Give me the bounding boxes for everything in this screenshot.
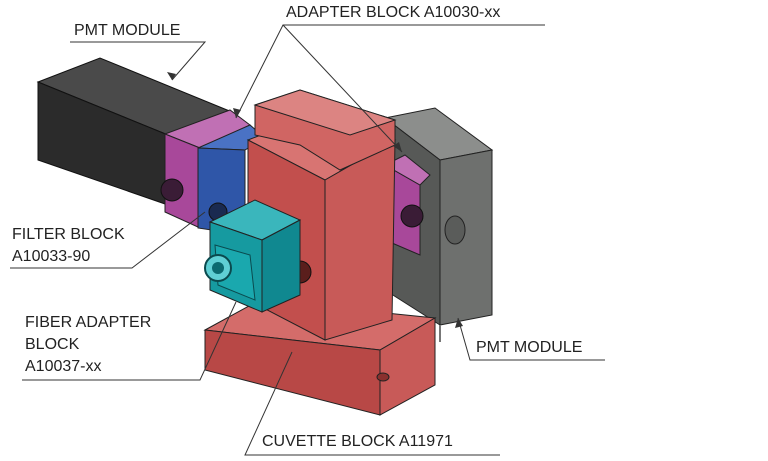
label-pmt-module-right: PMT MODULE bbox=[476, 339, 583, 356]
label-fiber-line1: FIBER ADAPTER bbox=[25, 314, 152, 331]
label-filter-block-line1: FILTER BLOCK bbox=[12, 226, 125, 243]
label-fiber-line3: A10037-xx bbox=[25, 358, 102, 375]
label-fiber-line2: BLOCK bbox=[25, 336, 80, 353]
label-pmt-module-left: PMT MODULE bbox=[74, 22, 181, 39]
label-filter-block-line2: A10033-90 bbox=[12, 248, 91, 265]
filter-block bbox=[160, 109, 251, 229]
arrowheads bbox=[167, 72, 463, 328]
label-adapter-block: ADAPTER BLOCK A10030-xx bbox=[286, 4, 501, 21]
fiber-adapter-block bbox=[204, 199, 302, 313]
leader-lines bbox=[10, 24, 605, 456]
label-cuvette-block: CUVETTE BLOCK A11971 bbox=[262, 433, 453, 450]
